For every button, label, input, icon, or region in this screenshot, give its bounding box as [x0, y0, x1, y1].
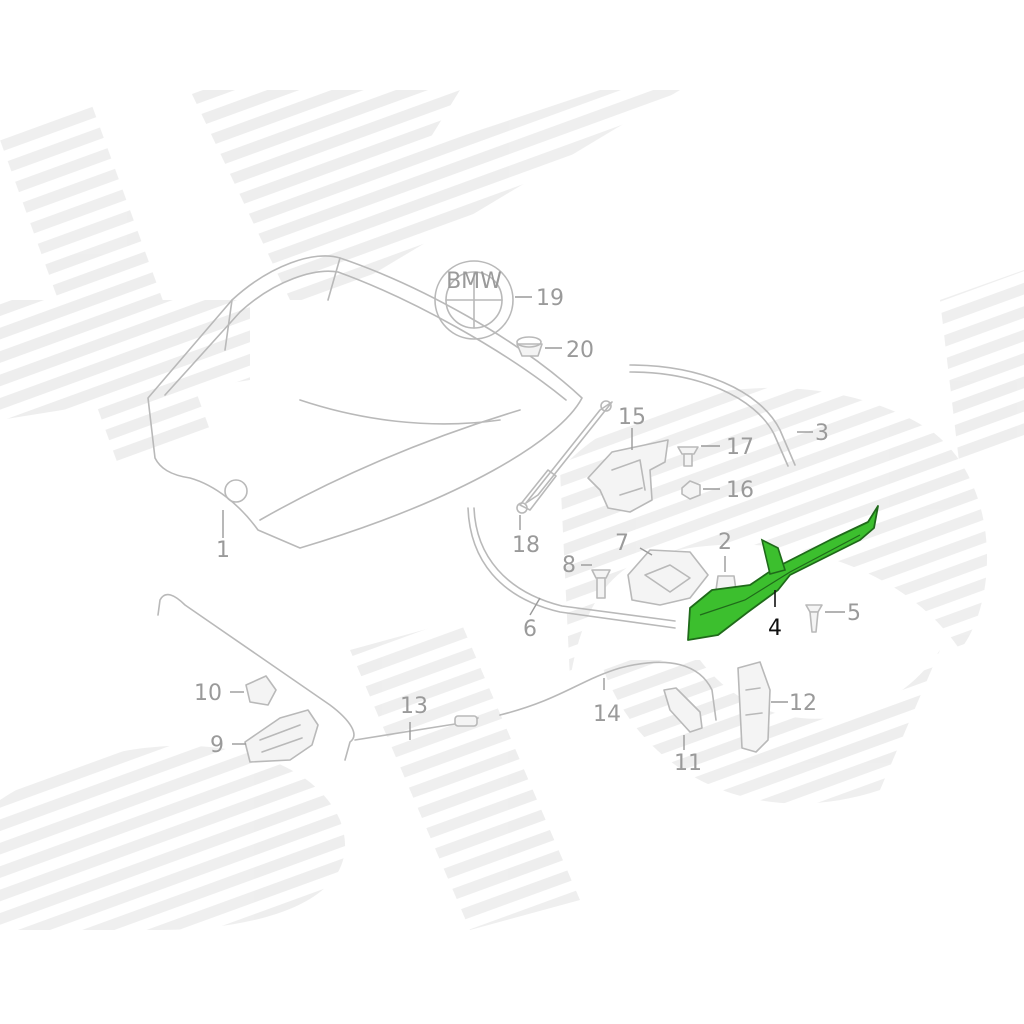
callout-11: 11: [674, 751, 702, 776]
callout-19: 19: [536, 286, 564, 311]
seal-strip-part: [629, 364, 813, 467]
highlighted-bracket-part: [687, 505, 879, 641]
screw-8-part: [581, 564, 611, 599]
callout-16: 16: [726, 478, 754, 503]
release-cable-part: [157, 593, 479, 761]
callout-15: 15: [618, 405, 646, 430]
nut-part: [681, 480, 720, 500]
hood-stay-part: [663, 687, 703, 750]
bracket-12-part: [737, 661, 788, 753]
callout-8: 8: [562, 553, 576, 578]
callout-18: 18: [512, 533, 540, 558]
callout-20: 20: [566, 338, 594, 363]
watermark: [0, 90, 1024, 930]
front-seal-part: [467, 507, 676, 629]
callout-4: 4: [768, 616, 782, 641]
emblem-text: BMW: [446, 269, 502, 294]
gas-strut-part: [516, 400, 613, 530]
bump-stop-part: [715, 556, 737, 591]
bolt-part: [677, 445, 720, 467]
callout-3: 3: [815, 421, 829, 446]
callouts: 1 2 3 4 5 6 7 8 9 10 11 12 13 14 15 16 1…: [194, 286, 861, 776]
callout-1: 1: [216, 538, 230, 563]
clip-5-part: [805, 604, 845, 633]
latch-part: [232, 709, 319, 763]
clip-10-part: [230, 675, 277, 706]
callout-13: 13: [400, 694, 428, 719]
grommet-part: [516, 336, 562, 357]
callout-10: 10: [194, 681, 222, 706]
hinge-part: [587, 428, 669, 513]
cable-14-part: [499, 661, 717, 721]
callout-7: 7: [615, 531, 629, 556]
callout-5: 5: [847, 601, 861, 626]
callout-9: 9: [210, 733, 224, 758]
callout-14: 14: [593, 702, 621, 727]
emblem-part: BMW: [434, 260, 532, 340]
lock-bracket-part: [627, 547, 709, 606]
callout-12: 12: [789, 691, 817, 716]
hood-part: [147, 255, 583, 549]
callout-2: 2: [718, 530, 732, 555]
callout-17: 17: [726, 435, 754, 460]
callout-6: 6: [523, 617, 537, 642]
